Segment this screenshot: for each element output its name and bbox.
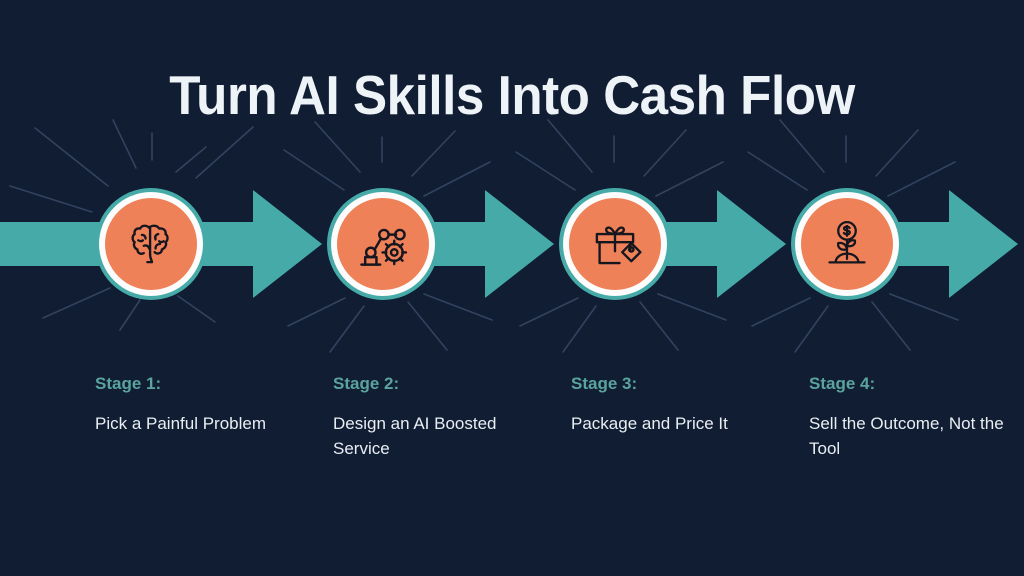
arrow-segment-3: [606, 190, 786, 298]
node-disc: [105, 198, 197, 290]
arrow-segment-2: [374, 190, 554, 298]
stage-caption-2: Stage 2: Design an AI Boosted Service: [333, 374, 548, 461]
stage-label-3: Stage 3:: [571, 374, 638, 393]
stage-node-4[interactable]: [791, 188, 903, 300]
stage-text-4: Sell the Outcome, Not the Tool: [809, 414, 1004, 458]
stage-text-1: Pick a Painful Problem: [95, 414, 267, 433]
stage-caption-1: Stage 1: Pick a Painful Problem: [95, 374, 310, 436]
stage-node-2[interactable]: [327, 188, 439, 300]
stage-caption-3: Stage 3: Package and Price It: [571, 374, 786, 436]
stage-label-4: Stage 4:: [809, 374, 876, 393]
robot-arm-gear-icon: [360, 228, 408, 266]
stage-text-3: Package and Price It: [571, 414, 728, 433]
money-plant-icon: [828, 220, 866, 264]
node-disc: [801, 198, 893, 290]
gift-box-price-tag-icon: [595, 226, 642, 265]
stage-label-2: Stage 2:: [333, 374, 400, 393]
brain-icon: [131, 224, 169, 264]
node-disc: [569, 198, 661, 290]
node-disc: [337, 198, 429, 290]
page-title: Turn AI Skills Into Cash Flow: [169, 64, 855, 126]
stage-label-1: Stage 1:: [95, 374, 162, 393]
arrow-segment-1: [142, 190, 322, 298]
stage-node-3[interactable]: [559, 188, 671, 300]
stage-text-2: Design an AI Boosted Service: [333, 414, 497, 458]
stage-node-1[interactable]: [95, 188, 207, 300]
stage-caption-4: Stage 4: Sell the Outcome, Not the Tool: [809, 374, 1024, 461]
arrow-segment-4: [838, 190, 1018, 298]
